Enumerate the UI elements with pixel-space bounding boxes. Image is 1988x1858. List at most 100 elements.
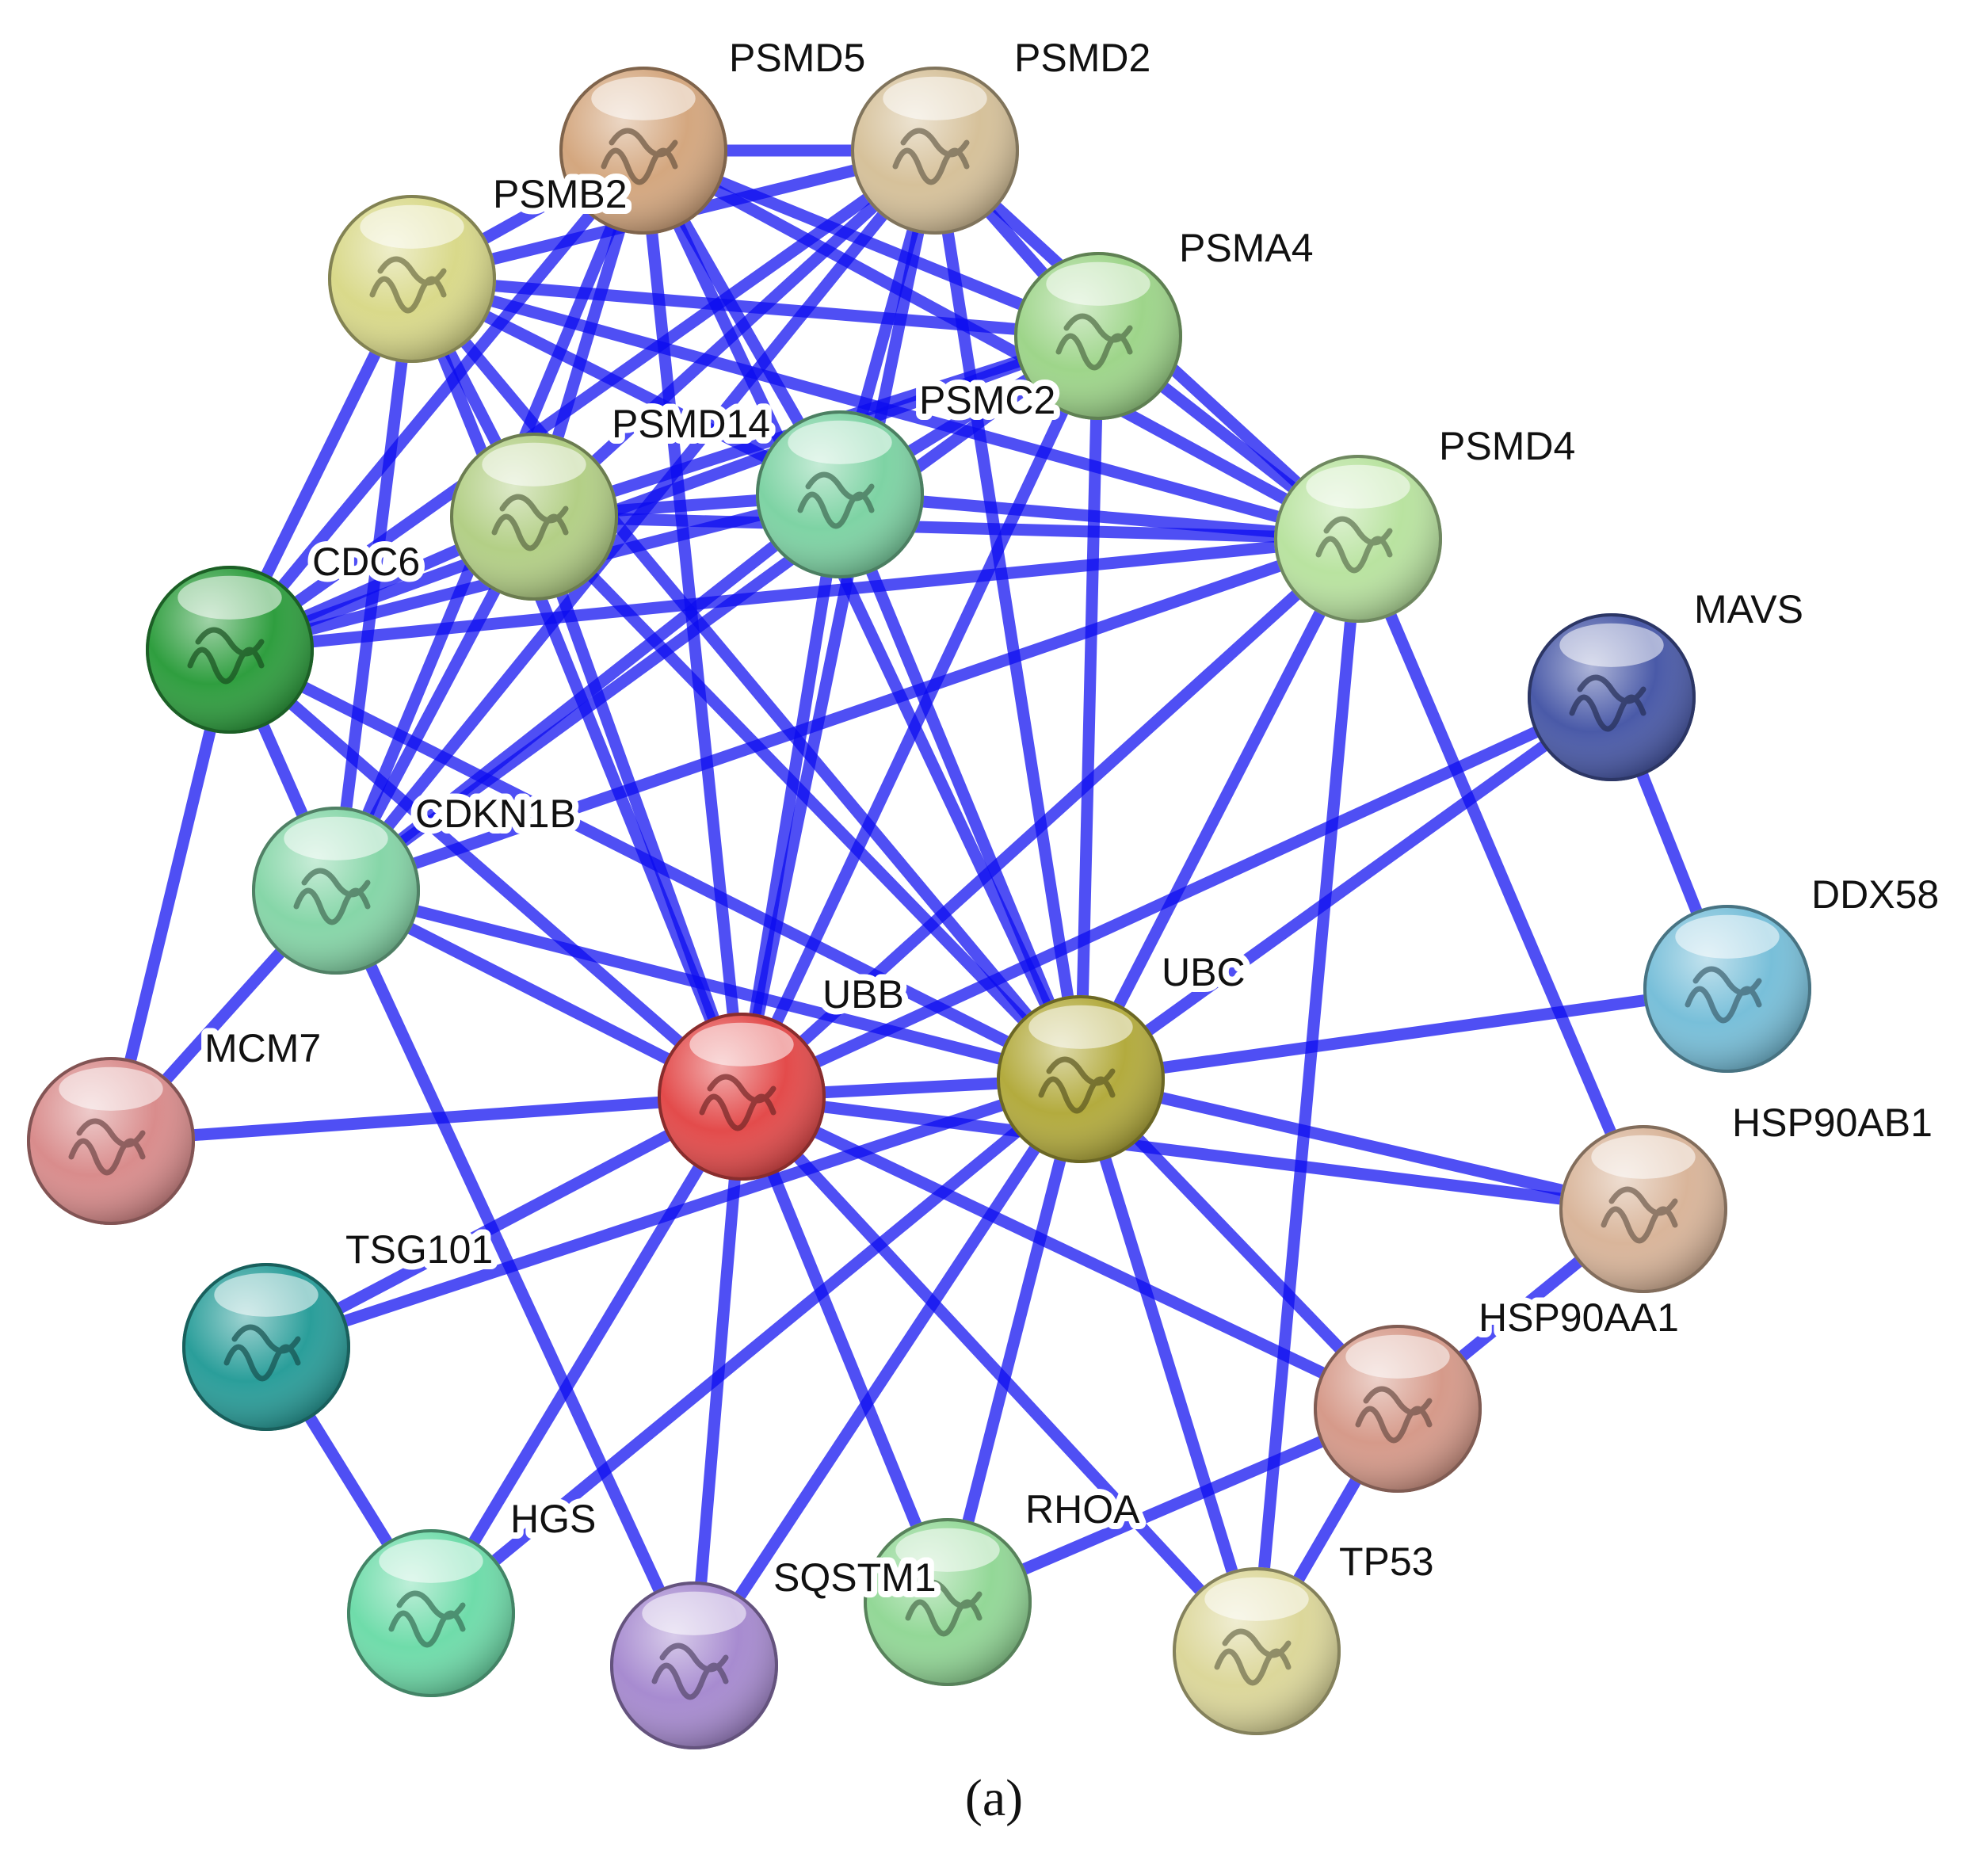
node-label-psmc2: PSMC2 (919, 378, 1055, 422)
edge-cdc6-ubb (223, 643, 748, 1103)
node-outline (610, 1581, 778, 1749)
node-highlight (482, 442, 586, 486)
node-sqstm1[interactable] (610, 1581, 778, 1749)
edge-psmd4-hsp90ab1 (1352, 532, 1650, 1215)
node-psmd4[interactable] (1274, 455, 1442, 623)
node-outline (1014, 252, 1182, 420)
protein-structure-icon (892, 128, 970, 185)
protein-structure-icon (1569, 674, 1646, 732)
node-rhoa[interactable] (864, 1518, 1032, 1686)
node-highlight (642, 1591, 746, 1635)
node-outline (1314, 1325, 1482, 1493)
node-highlight (1675, 914, 1780, 959)
node-psmd14[interactable] (450, 433, 618, 601)
node-outline (559, 67, 727, 235)
node-highlight (788, 420, 892, 464)
node-highlight (1028, 1005, 1133, 1049)
protein-structure-icon (1315, 516, 1393, 574)
protein-structure-icon (1214, 1628, 1292, 1686)
node-highlight (883, 76, 987, 120)
edge-ubc-tp53 (1074, 1073, 1263, 1658)
protein-structure-icon (223, 1324, 301, 1382)
protein-structure-icon (1355, 1386, 1433, 1444)
node-highlight (360, 204, 464, 249)
node-ubb[interactable] (658, 1013, 826, 1181)
node-psmd2[interactable] (851, 67, 1019, 235)
node-label-sqstm1: SQSTM1 (773, 1555, 937, 1600)
node-label-psmd4: PSMD4 (1439, 424, 1575, 468)
edge-layer (105, 144, 1734, 1672)
edge-psmd2-psmd14 (528, 144, 941, 523)
node-layer (27, 67, 1811, 1749)
node-psma4[interactable] (1014, 252, 1182, 420)
panel-label: (a) (964, 1769, 1024, 1827)
node-highlight (689, 1022, 794, 1066)
protein-structure-icon (293, 868, 371, 925)
edge-psma4-ubc (1074, 330, 1105, 1085)
node-tp53[interactable] (1173, 1567, 1341, 1735)
node-cdc6[interactable] (146, 566, 314, 734)
node-label-cdkn1b: CDKN1B (415, 792, 576, 836)
edge-mavs-ubc (1074, 691, 1618, 1085)
node-outline (146, 566, 314, 734)
protein-structure-icon (1055, 313, 1133, 371)
edge-mavs-ubb (735, 691, 1618, 1103)
node-hgs[interactable] (347, 1529, 515, 1697)
node-label-hsp90aa1: HSP90AA1 (1479, 1295, 1679, 1340)
node-hsp90aa1[interactable] (1314, 1325, 1482, 1493)
node-label-psmd2: PSMD2 (1014, 36, 1150, 80)
node-label-tp53: TP53 (1339, 1539, 1434, 1584)
edge-ddx58-ubc (1074, 982, 1734, 1085)
node-hsp90ab1[interactable] (1559, 1125, 1727, 1293)
node-outline (450, 433, 618, 601)
edge-ubb-tp53 (735, 1090, 1263, 1658)
node-label-hgs: HGS (510, 1497, 596, 1541)
protein-structure-icon (905, 1579, 983, 1637)
node-highlight (1204, 1577, 1309, 1621)
node-outline (1528, 613, 1696, 781)
node-label-cdc6: CDC6 (312, 540, 420, 584)
node-label-psmd14: PSMD14 (612, 402, 770, 446)
node-psmc2[interactable] (756, 410, 924, 578)
edge-psmb2-ubc (406, 273, 1087, 1085)
node-outline (1274, 455, 1442, 623)
node-tsg101[interactable] (182, 1263, 350, 1431)
node-highlight (1559, 623, 1664, 667)
node-highlight (1046, 261, 1150, 306)
node-highlight (591, 76, 696, 120)
edge-cdkn1b-ubc (330, 884, 1087, 1085)
edge-psmc2-cdkn1b (330, 488, 846, 897)
node-label-psmb2: PSMB2 (493, 172, 628, 216)
node-mcm7[interactable] (27, 1057, 195, 1225)
node-psmd5[interactable] (559, 67, 727, 235)
protein-structure-icon (601, 128, 678, 185)
edge-psmd4-ubb (735, 532, 1364, 1103)
node-mavs[interactable] (1528, 613, 1696, 781)
node-cdkn1b[interactable] (252, 807, 420, 975)
node-outline (658, 1013, 826, 1181)
protein-structure-icon (651, 1642, 729, 1700)
protein-structure-icon (187, 627, 265, 685)
edge-psmd4-cdc6 (223, 532, 1364, 656)
node-outline (347, 1529, 515, 1697)
node-ubc[interactable] (997, 995, 1165, 1163)
node-label-ubc: UBC (1162, 950, 1246, 994)
node-outline (1643, 905, 1811, 1073)
node-psmb2[interactable] (328, 195, 496, 363)
edge-cdc6-mcm7 (105, 643, 236, 1147)
edge-ubb-hgs (425, 1090, 748, 1620)
node-outline (27, 1057, 195, 1225)
edge-cdkn1b-sqstm1 (330, 884, 700, 1672)
node-highlight (1345, 1334, 1450, 1379)
edge-psmb2-psma4 (406, 273, 1105, 342)
node-label-mcm7: MCM7 (204, 1026, 321, 1070)
protein-structure-icon (1601, 1186, 1678, 1244)
edge-psma4-ubb (735, 330, 1105, 1103)
node-label-ubb: UBB (822, 972, 904, 1017)
node-highlight (1591, 1135, 1696, 1179)
edge-psmd5-psmd4 (637, 144, 1364, 545)
edge-ubc-hgs (425, 1073, 1087, 1620)
node-ddx58[interactable] (1643, 905, 1811, 1073)
